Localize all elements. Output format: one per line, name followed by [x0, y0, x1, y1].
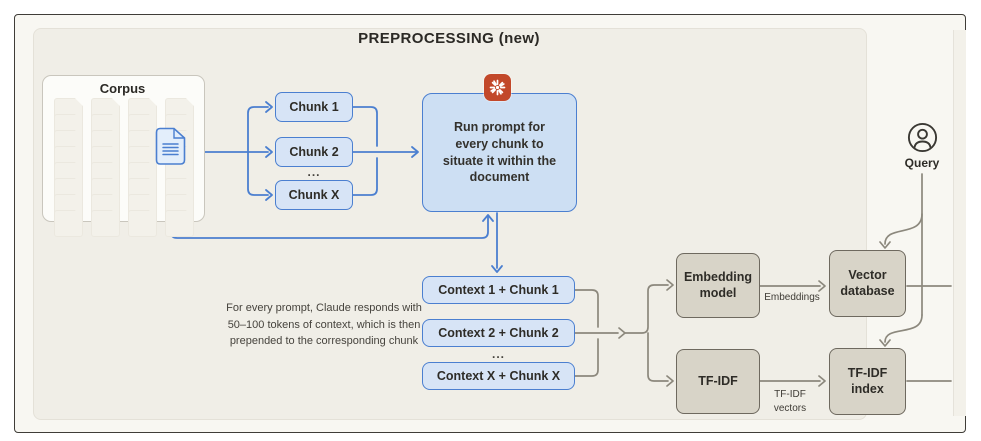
tfidf-index-label: TF-IDF index [847, 365, 888, 396]
context-1-box: Context 1 + Chunk 1 [422, 276, 575, 304]
query-label: Query [904, 156, 940, 170]
document-stacks [54, 98, 194, 237]
run-prompt-box: Run prompt for every chunk to situate it… [422, 93, 577, 212]
context-x-box: Context X + Chunk X [422, 362, 575, 390]
document-icon [155, 127, 186, 165]
chunk-x-label: Chunk X [288, 188, 340, 202]
panel-title: PREPROCESSING (new) [358, 30, 540, 47]
chunks-ellipsis: ... [307, 165, 321, 179]
context-1-label: Context 1 + Chunk 1 [438, 283, 559, 297]
claude-spark-icon [484, 74, 511, 101]
tfidf-label: TF-IDF [698, 373, 738, 388]
claude-note-text: For every prompt, Claude responds with 5… [226, 302, 422, 347]
tfidf-vectors-edge-label: TF-IDF vectors [773, 389, 807, 414]
context-2-box: Context 2 + Chunk 2 [422, 319, 575, 347]
context-x-label: Context X + Chunk X [436, 369, 561, 383]
chunk-x-box: Chunk X [275, 180, 353, 210]
tfidf-index-box: TF-IDF index [829, 348, 906, 415]
next-panel-edge [953, 30, 966, 416]
document-stack [91, 98, 120, 237]
chunk-2-box: Chunk 2 [275, 137, 353, 167]
corpus-label: Corpus [99, 81, 146, 96]
vector-database-label: Vector database [840, 267, 895, 298]
contexts-ellipsis: ... [491, 347, 505, 361]
vector-database-box: Vector database [829, 250, 906, 317]
embeddings-edge-label: Embeddings [764, 292, 820, 303]
chunk-2-label: Chunk 2 [289, 145, 339, 159]
run-prompt-text: Run prompt for every chunk to situate it… [442, 119, 557, 185]
document-stack [128, 98, 157, 237]
context-2-label: Context 2 + Chunk 2 [438, 326, 559, 340]
document-stack [54, 98, 83, 237]
tfidf-box: TF-IDF [676, 349, 760, 414]
embedding-model-label: Embedding model [683, 269, 753, 300]
chunk-1-box: Chunk 1 [275, 92, 353, 122]
embedding-model-box: Embedding model [676, 253, 760, 318]
chunk-1-label: Chunk 1 [289, 100, 339, 114]
user-icon [907, 122, 938, 153]
